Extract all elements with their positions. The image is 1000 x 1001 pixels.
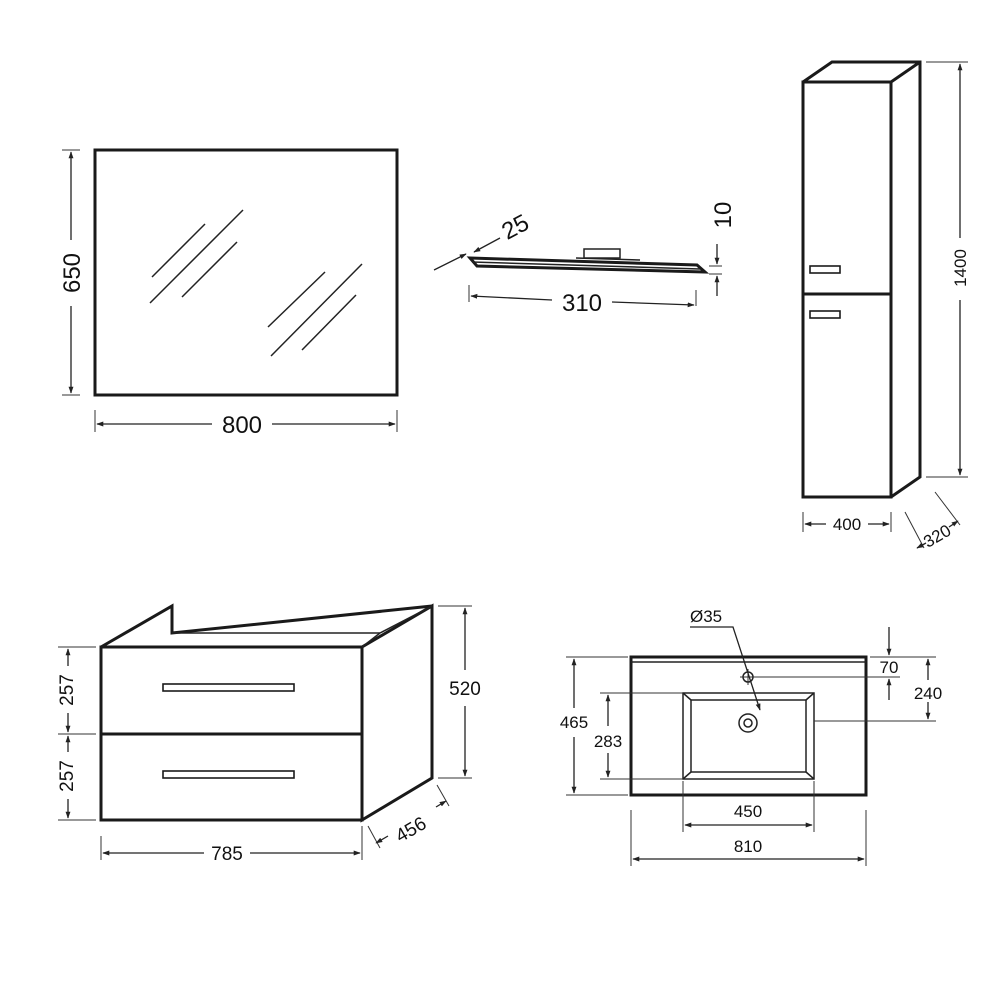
hole-diameter-label: Ø35 bbox=[690, 607, 722, 626]
bowl-width-label: 450 bbox=[734, 802, 762, 821]
bowl-depth-dimension: 283 bbox=[594, 692, 683, 780]
cabinet-height-dimension: 520 bbox=[438, 605, 481, 779]
column-depth-dimension: 320 bbox=[904, 491, 961, 552]
column-side bbox=[802, 60, 922, 499]
light-thickness-label: 10 bbox=[710, 202, 737, 229]
drain-hole bbox=[738, 713, 758, 733]
cabinet-depth-label: 456 bbox=[392, 813, 430, 847]
cabinet-depth-dimension: 456 bbox=[367, 784, 450, 849]
mirror-height-dimension: 650 bbox=[59, 149, 86, 396]
basin-depth-dimension: 465 bbox=[560, 656, 628, 796]
cabinet-width-label: 785 bbox=[211, 844, 243, 865]
mirror-width-label: 800 bbox=[222, 412, 262, 439]
cabinet-top-edges bbox=[100, 603, 433, 649]
drawer-top-label: 257 bbox=[57, 674, 78, 706]
column-upper-handle bbox=[809, 265, 841, 274]
cabinet-side bbox=[360, 603, 434, 823]
basin-bowl-outer bbox=[682, 692, 815, 780]
column-height-dimension: 1400 bbox=[926, 61, 970, 478]
light-mount bbox=[583, 248, 621, 259]
drawer-top-dimension: 257 bbox=[57, 646, 96, 735]
light-bar bbox=[466, 256, 710, 274]
bowl-depth-label: 283 bbox=[594, 732, 622, 751]
basin-depth-label: 465 bbox=[560, 713, 588, 732]
light-view: 25 310 10 bbox=[433, 202, 737, 317]
column-front bbox=[801, 80, 893, 499]
column-height-label: 1400 bbox=[951, 249, 970, 287]
light-length-label: 310 bbox=[562, 290, 602, 317]
drawer-bottom-label: 257 bbox=[57, 760, 78, 792]
column-width-label: 400 bbox=[833, 515, 861, 534]
cabinet-upper-handle bbox=[162, 683, 295, 692]
mirror-frame bbox=[93, 148, 399, 397]
basin-width-label: 810 bbox=[734, 837, 762, 856]
mirror-height-label: 650 bbox=[59, 253, 86, 293]
cabinet-lower-handle bbox=[162, 770, 295, 779]
basin-view: Ø35 70 240 465 2 bbox=[560, 607, 942, 866]
basin-width-dimension: 810 bbox=[630, 810, 867, 866]
basin-bowl-inner bbox=[690, 699, 807, 773]
column-depth-label: 320 bbox=[920, 521, 954, 552]
column-lower-handle bbox=[809, 310, 841, 319]
column-width-dimension: 400 bbox=[802, 512, 892, 534]
basin-outline bbox=[629, 655, 868, 797]
cabinet-width-dimension: 785 bbox=[100, 826, 363, 865]
hole-offset-label: 70 bbox=[880, 658, 899, 677]
mirror-width-dimension: 800 bbox=[94, 410, 398, 439]
bowl-width-dimension: 450 bbox=[682, 781, 815, 832]
bowl-offset-label: 240 bbox=[914, 684, 942, 703]
mirror-reflection-lines bbox=[149, 209, 363, 357]
bowl-offset-dimension: 240 bbox=[814, 658, 942, 722]
drawer-bottom-dimension: 257 bbox=[57, 735, 96, 821]
light-thickness-dimension: 10 bbox=[709, 202, 737, 296]
light-depth-label: 25 bbox=[497, 209, 533, 245]
cabinet-view: 257 257 520 785 bbox=[57, 603, 481, 865]
hole-offset-dimension: 70 bbox=[756, 627, 936, 700]
column-view: 1400 400 320 bbox=[801, 60, 970, 552]
light-length-dimension: 310 bbox=[468, 285, 697, 317]
mirror-view: 650 800 bbox=[59, 148, 399, 439]
cabinet-height-label: 520 bbox=[449, 679, 481, 700]
